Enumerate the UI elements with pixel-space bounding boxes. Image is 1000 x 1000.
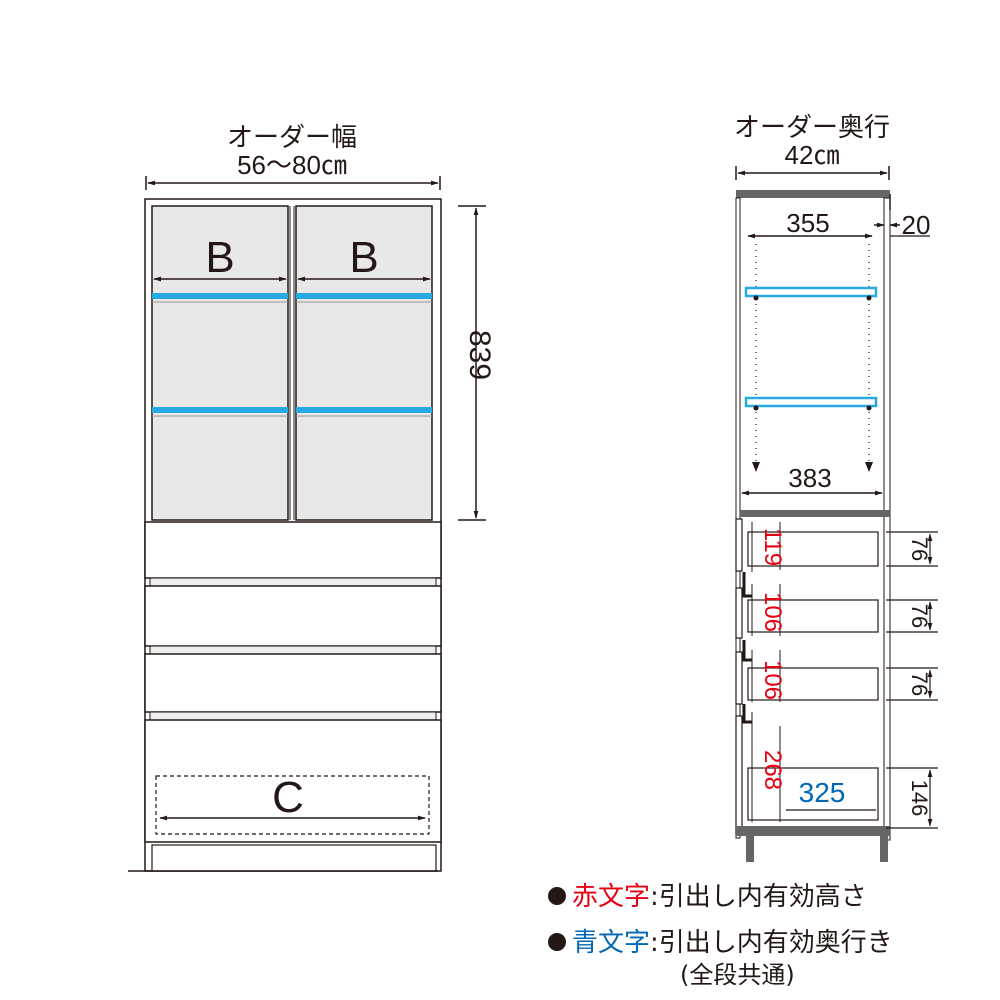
leg-back bbox=[880, 836, 888, 862]
drawer-3 bbox=[144, 653, 442, 713]
legend-red: 赤文字:引出し内有効高さ bbox=[548, 876, 867, 913]
legend-red-key: 赤文字 bbox=[572, 882, 651, 912]
legend-blue-desc: :引出し内有効奥行き bbox=[650, 928, 893, 958]
width-title: オーダー幅 bbox=[227, 122, 357, 152]
drawer-inner-outline bbox=[155, 775, 430, 835]
legend-blue-key: 青文字 bbox=[572, 928, 651, 958]
drawer-height-red-2: 106 bbox=[759, 592, 786, 632]
drawer-2 bbox=[144, 585, 442, 647]
inner-depth-top-label: 355 bbox=[786, 208, 829, 238]
drawer-front-height-1: 76 bbox=[907, 537, 932, 561]
side-shelf-upper bbox=[744, 286, 878, 298]
top-panel bbox=[736, 190, 890, 198]
glass-door-right bbox=[295, 205, 433, 521]
drawer-front-4 bbox=[735, 715, 743, 835]
width-range: 56～80㎝ bbox=[237, 150, 347, 180]
drawer-front-3 bbox=[735, 651, 743, 705]
shelf-label-left: B bbox=[205, 233, 234, 282]
plinth bbox=[151, 844, 437, 872]
legend-red-desc: :引出し内有効高さ bbox=[650, 882, 867, 912]
bottom-panel bbox=[736, 826, 890, 836]
depth-title: オーダー奥行 bbox=[734, 112, 890, 142]
drawer-4 bbox=[144, 719, 442, 843]
drawer-height-red-3: 106 bbox=[759, 660, 786, 700]
inner-depth-bottom-label: 383 bbox=[788, 463, 831, 493]
drawer-box-4 bbox=[747, 767, 879, 821]
drawer-height-red-4: 268 bbox=[759, 750, 786, 790]
back-offset-label: 20 bbox=[902, 210, 931, 240]
drawer-depth-blue: 325 bbox=[799, 777, 846, 808]
drawer-box-1 bbox=[747, 531, 879, 567]
side-view: オーダー奥行 42㎝ 20 355 383 bbox=[734, 112, 938, 862]
drawer-front-2 bbox=[735, 587, 743, 639]
shelf-right-upper bbox=[296, 293, 432, 299]
drawer-box-3 bbox=[747, 667, 879, 701]
legend-note: (全段共通) bbox=[680, 961, 795, 989]
bullet-icon bbox=[548, 886, 566, 905]
back-panel bbox=[883, 197, 891, 841]
front-view: オーダー幅 56～80㎝ B B 839 bbox=[128, 122, 496, 872]
side-shelf-lower bbox=[744, 396, 878, 408]
shelf-left-upper bbox=[152, 293, 288, 299]
drawer-box-2 bbox=[747, 599, 879, 633]
height-dim-label: 839 bbox=[463, 330, 496, 380]
depth-value: 42㎝ bbox=[785, 140, 840, 170]
drawer-front-1 bbox=[735, 518, 743, 572]
shelf-left-lower bbox=[152, 407, 288, 413]
drawer-label: C bbox=[272, 773, 304, 822]
shelf-right-lower bbox=[296, 407, 432, 413]
mid-divider bbox=[740, 510, 890, 517]
bullet-icon bbox=[548, 932, 566, 951]
drawer-1 bbox=[144, 521, 442, 579]
legend-blue: 青文字:引出し内有効奥行き bbox=[548, 922, 893, 959]
drawer-front-height-2: 76 bbox=[907, 604, 932, 628]
glass-door-left bbox=[151, 205, 289, 521]
drawer-front-height-3: 76 bbox=[907, 672, 932, 696]
leg-front bbox=[746, 836, 754, 862]
drawer-height-red-1: 119 bbox=[759, 528, 786, 566]
shelf-label-right: B bbox=[349, 233, 378, 282]
drawer-front-height-4: 146 bbox=[907, 780, 932, 817]
